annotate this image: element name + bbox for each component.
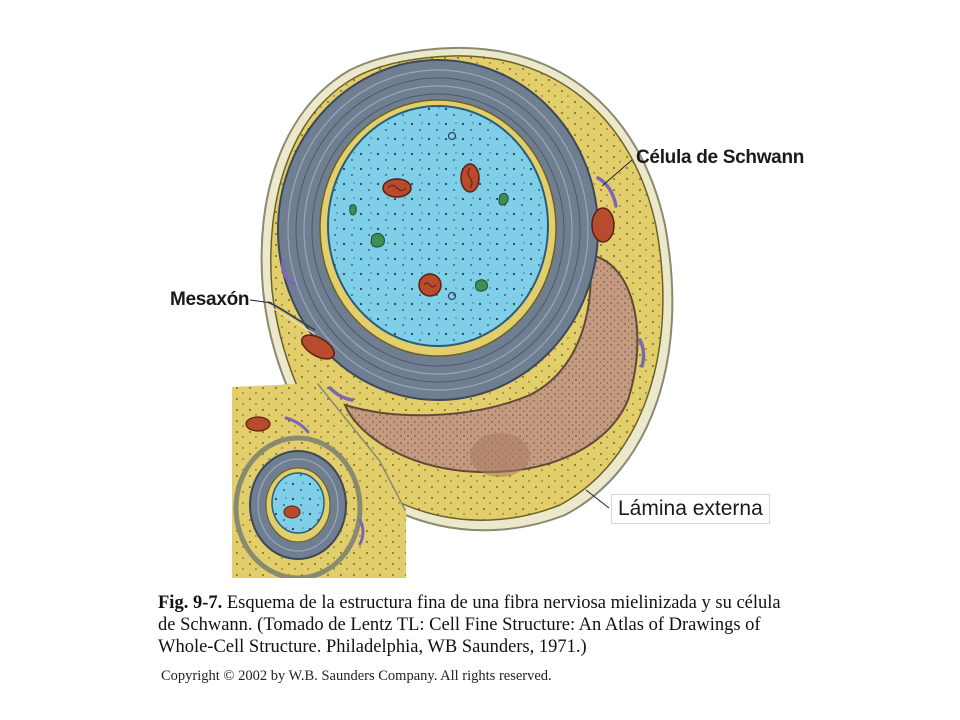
label-external-lamina: Lámina externa bbox=[611, 494, 770, 524]
schwann-cell-illustration bbox=[260, 46, 674, 532]
figure-caption: Fig. 9-7. Esquema de la estructura fina … bbox=[158, 592, 798, 658]
leader-line-lamina bbox=[585, 489, 610, 509]
label-mesaxon: Mesaxón bbox=[170, 289, 250, 310]
leader-line-schwann bbox=[601, 159, 633, 187]
caption-text: Esquema de la estructura fina de una fib… bbox=[158, 593, 781, 657]
secondary-fiber-illustration bbox=[232, 383, 406, 578]
copyright-notice: Copyright © 2002 by W.B. Saunders Compan… bbox=[161, 668, 552, 684]
leader-line-mesaxon bbox=[249, 299, 273, 304]
figure-number: Fig. 9-7. bbox=[158, 593, 223, 613]
label-schwann-cell: Célula de Schwann bbox=[636, 147, 805, 168]
